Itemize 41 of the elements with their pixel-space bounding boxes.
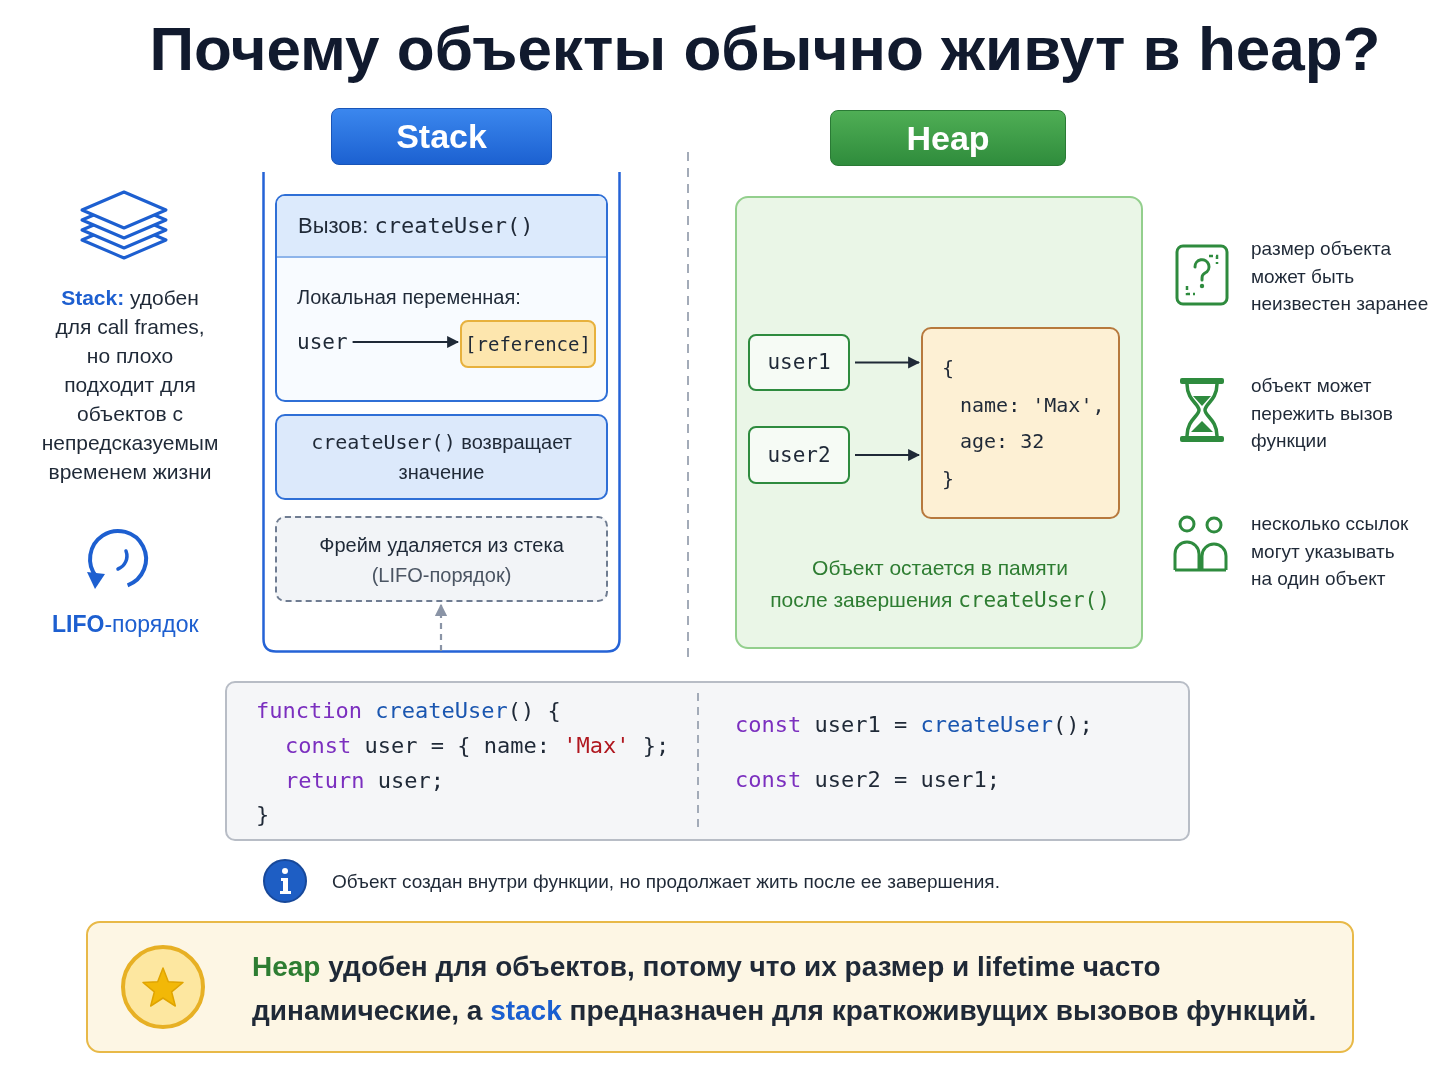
variable-name: user xyxy=(297,329,348,355)
heap-area xyxy=(735,110,1143,649)
stack-column xyxy=(262,108,621,653)
heap-caption: Объект остается в памяти после завершения createUser() xyxy=(770,555,1110,614)
code-line: name: 'Max', xyxy=(960,392,1105,418)
info-note: Объект создан внутри функции, но продолжает жить после ее завершения. xyxy=(332,870,1000,894)
call-frame xyxy=(275,194,608,402)
arrow xyxy=(855,448,921,462)
code-line: function createUser() { xyxy=(256,697,561,725)
feature-note: размер объекта может быть неизвестен заранее xyxy=(1251,237,1429,316)
code-line: return user; xyxy=(285,767,444,795)
code-line: const user1 = createUser(); xyxy=(735,711,1093,739)
arrow xyxy=(855,356,921,369)
heap-heading-tab: Heap xyxy=(830,110,1066,166)
code-line: { xyxy=(942,355,955,381)
removal-note: Фрейм удаляется из стека xyxy=(319,533,564,558)
stack-note: Stack: удобен для call frames, но плохо подходит для объектов с непредсказуемым временем жизни xyxy=(41,285,219,485)
return-frame: createUser() возвращает значение xyxy=(275,414,608,500)
stack-heading-tab: Stack xyxy=(331,108,552,165)
feature-note: несколько ссылок могут указывать на один объект xyxy=(1251,512,1409,591)
code-line: age: 32 xyxy=(960,428,1045,454)
call-heading: Вызов: createUser() xyxy=(298,212,534,240)
code-line: } xyxy=(942,466,955,492)
variable-box: user1 xyxy=(748,334,850,391)
arrow xyxy=(352,335,460,349)
lifo-label: LIFO-порядок xyxy=(52,610,199,639)
removed-frame xyxy=(275,516,608,602)
code-line: } xyxy=(256,801,270,829)
reference-tag: [reference] xyxy=(460,320,596,368)
summary-banner xyxy=(86,921,1354,1053)
title: Почему объекты обычно живут в heap? xyxy=(149,13,1381,85)
code-line: const user = { name: 'Max' }; xyxy=(285,732,670,760)
code-line: const user2 = user1; xyxy=(735,766,1000,794)
arrow xyxy=(434,603,448,651)
lifo-note: (LIFO-порядок) xyxy=(371,563,512,588)
variable-box: user2 xyxy=(748,426,850,484)
object-box xyxy=(921,327,1120,519)
feature-note: объект может пережить вызов функции xyxy=(1251,374,1393,453)
code-panel xyxy=(225,681,1190,841)
summary-text: Heap удобен для объектов, потому что их размер и lifetime часто динамические, а stack предназначен для краткоживущих вызовов функций. xyxy=(252,950,1317,1028)
section-label: Локальная переменная: xyxy=(297,285,521,310)
